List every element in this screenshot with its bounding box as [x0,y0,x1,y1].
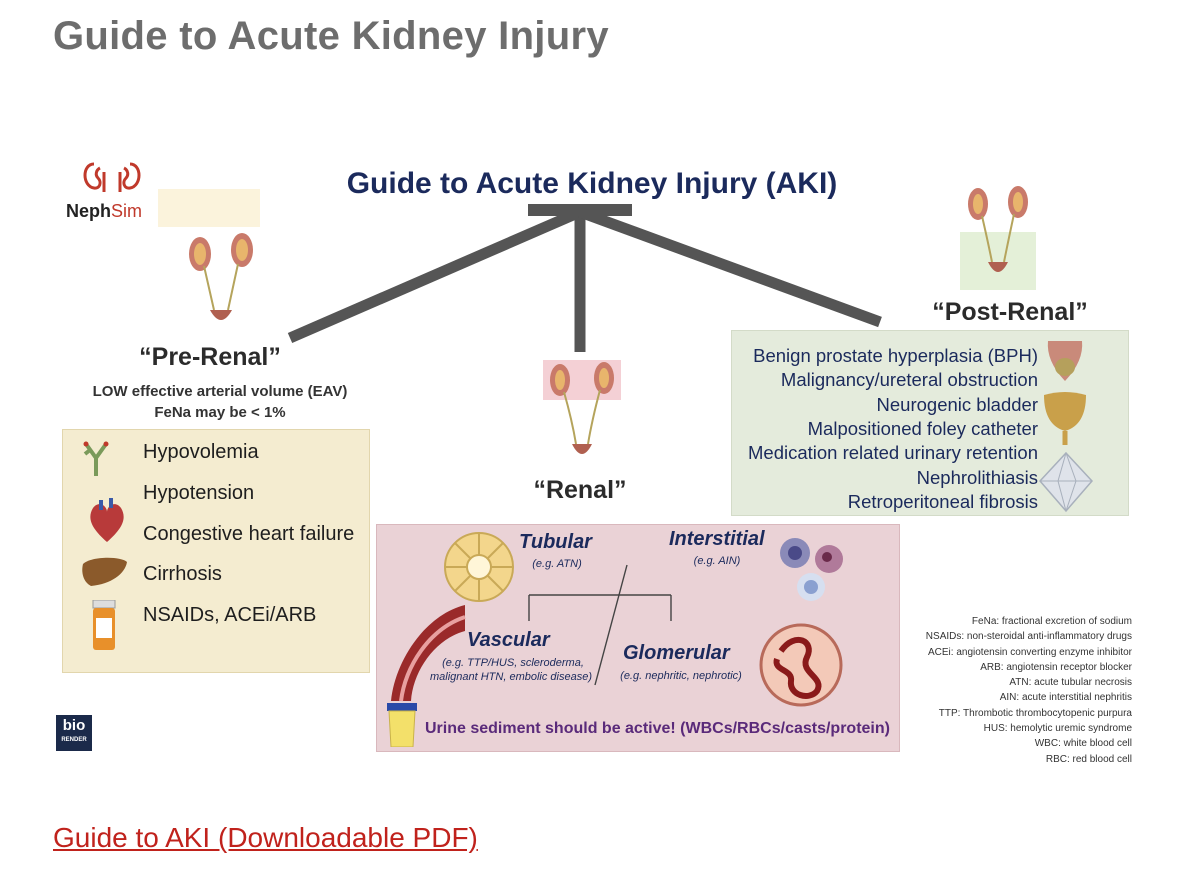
page-title: Guide to Acute Kidney Injury [53,14,609,58]
glomerulus-icon [759,623,843,707]
abbreviation: ACEi: angiotensin converting enzyme inhi… [928,646,1132,658]
post-renal-item: Benign prostate hyperplasia (BPH) [753,345,1038,366]
tubule-cross-section-icon [444,532,514,602]
blood-vessel-wall-icon [391,605,466,702]
pdf-download-link[interactable]: Guide to AKI (Downloadable PDF) [53,822,478,853]
liver-icon [82,557,127,586]
abbreviation: ARB: angiotensin receptor blocker [980,661,1132,673]
pre-renal-causes-box: Hypovolemia Hypotension Congestive heart… [62,429,370,673]
vascular-example-1: (e.g. TTP/HUS, scleroderma, [442,657,584,669]
renal-tree-lines [528,564,672,686]
nephsim-logo: NephSim [66,201,142,221]
pre-renal-item: Congestive heart failure [143,523,355,545]
kidney-stone-crystal-icon [1038,451,1094,513]
pre-renal-label: “Pre-Renal” [139,343,281,371]
vascular-label: Vascular [467,629,550,651]
abbreviation: NSAIDs: non-steroidal anti-inflammatory … [925,631,1132,643]
renal-label: “Renal” [533,476,627,504]
pre-renal-item: NSAIDs, ACEi/ARB [143,604,317,626]
glomerular-example: (e.g. nephritic, nephrotic) [620,670,742,682]
pre-renal-item: Cirrhosis [143,563,222,585]
post-renal-highlight [960,232,1036,290]
glomerular-label: Glomerular [623,642,730,664]
kidney-outline-icon [83,162,141,192]
abbreviation: WBC: white blood cell [1034,738,1132,750]
renal-kidney-icon [550,362,614,454]
interstitial-example: (e.g. AIN) [693,555,741,567]
bladder-icon [1044,392,1086,445]
abbreviation: RBC: red blood cell [1045,753,1132,765]
post-renal-item: Medication related urinary retention [748,442,1038,463]
tubular-example: (e.g. ATN) [532,558,582,570]
post-renal-item: Malignancy/ureteral obstruction [780,369,1038,390]
post-renal-item: Neurogenic bladder [876,394,1038,415]
pre-renal-subtitle-eav: LOW effective arterial volume (EAV) [92,383,348,400]
pre-renal-subtitle-fena: FeNa may be < 1% [154,404,286,421]
abbreviations-legend: FeNa: fractional excretion of sodium NSA… [880,614,1132,767]
tubular-label: Tubular [519,531,592,553]
blood-vessel-icon [83,441,109,476]
diagram-title: Guide to Acute Kidney Injury (AKI) [346,167,838,200]
renal-causes-box: Tubular (e.g. ATN) Interstitial (e.g. AI… [376,524,900,752]
post-renal-item: Nephrolithiasis [916,467,1038,488]
pre-renal-item: Hypotension [143,482,255,504]
prostate-icon [1047,341,1083,381]
highlight-swatch [158,189,260,227]
biorender-logo: bio RENDER [56,715,92,751]
post-renal-item: Malpositioned foley catheter [807,418,1038,439]
post-renal-kidney-icon [968,186,1028,272]
abbreviation: ATN: acute tubular necrosis [1009,677,1132,689]
urine-sediment-note: Urine sediment should be active! (WBCs/R… [425,720,890,737]
vascular-example-2: malignant HTN, embolic disease) [429,671,592,683]
post-renal-label: “Post-Renal” [932,298,1088,326]
abbreviation: HUS: hemolytic uremic syndrome [983,723,1132,735]
post-renal-causes-box: Benign prostate hyperplasia (BPH) Malign… [731,330,1129,516]
pre-renal-item: Hypovolemia [143,441,259,463]
urine-cup-icon [387,703,417,747]
interstitial-label: Interstitial [669,528,765,550]
heart-icon [90,498,124,542]
abbreviation: TTP: Thrombotic thrombocytopenic purpura [938,707,1132,719]
post-renal-item: Retroperitoneal fibrosis [847,491,1038,512]
abbreviation: AIN: acute interstitial nephritis [999,692,1132,704]
abbreviation: FeNa: fractional excretion of sodium [971,616,1132,627]
immune-cells-icon [780,538,843,601]
pill-bottle-icon [92,600,116,650]
pre-renal-kidney-icon [189,233,253,320]
